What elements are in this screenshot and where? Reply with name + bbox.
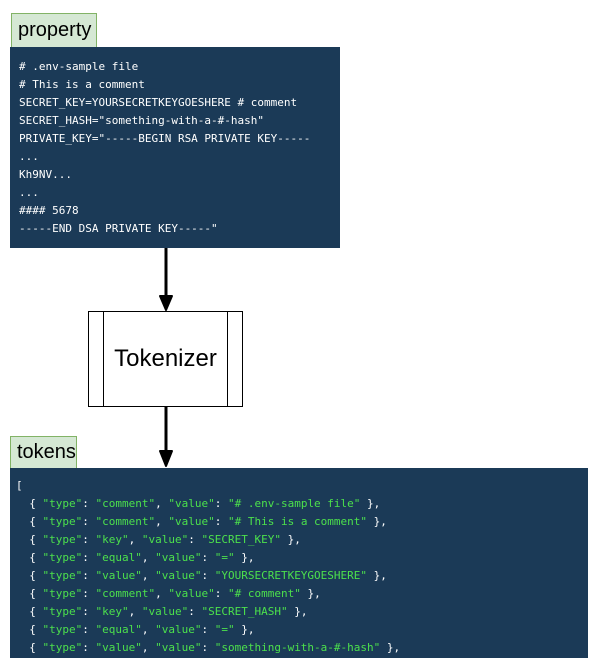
- token-value: "SECRET_HASH": [201, 605, 288, 618]
- tokens-label-text: tokens: [17, 441, 76, 463]
- token-type: "comment": [95, 587, 156, 600]
- property-label-text: property: [18, 19, 92, 41]
- token-entry: { "type": "comment", "value": "# comment…: [16, 587, 321, 600]
- tokens-label: tokens: [10, 436, 77, 468]
- property-line: # .env-sample file: [19, 60, 139, 73]
- property-line: PRIVATE_KEY="-----BEGIN RSA PRIVATE KEY-…: [19, 132, 311, 145]
- arrow-tokenizer-to-tokens: [159, 407, 173, 467]
- token-type: "comment": [95, 515, 156, 528]
- token-type: "value": [95, 569, 142, 582]
- property-line: #### 5678: [19, 204, 79, 217]
- property-line: Kh9NV...: [19, 168, 72, 181]
- token-entry: { "type": "equal", "value": "=" },: [16, 551, 255, 564]
- property-line: ...: [19, 150, 39, 163]
- property-line: SECRET_KEY=YOURSECRETKEYGOESHERE # comme…: [19, 96, 298, 109]
- token-value: "YOURSECRETKEYGOESHERE": [214, 569, 368, 582]
- token-type: "equal": [95, 623, 142, 636]
- token-value: "# This is a comment": [227, 515, 368, 528]
- tokenizer-right-bar: [227, 312, 242, 406]
- token-value: "something-with-a-#-hash": [214, 641, 381, 654]
- token-value: "# comment": [227, 587, 301, 600]
- token-type: "key": [95, 533, 129, 546]
- property-line: # This is a comment: [19, 78, 145, 91]
- tokenizer-label: Tokenizer: [114, 345, 217, 372]
- token-entry: { "type": "value", "value": "something-w…: [16, 641, 401, 654]
- token-entry: { "type": "key", "value": "SECRET_KEY" }…: [16, 533, 301, 546]
- token-entry: { "type": "equal", "value": "=" },: [16, 623, 255, 636]
- token-entry: { "type": "comment", "value": "# .env-sa…: [16, 497, 381, 510]
- arrow-property-to-tokenizer: [159, 248, 173, 311]
- token-value: "=": [214, 551, 235, 564]
- tokens-code-block: [ { "type": "comment", "value": "# .env-…: [10, 468, 588, 658]
- property-line: ...: [19, 186, 39, 199]
- token-type: "equal": [95, 551, 142, 564]
- property-label: property: [11, 13, 97, 47]
- token-entry: { "type": "value", "value": "YOURSECRETK…: [16, 569, 387, 582]
- token-value: "# .env-sample file": [227, 497, 361, 510]
- token-type: "comment": [95, 497, 156, 510]
- tokenizer-left-bar: [89, 312, 104, 406]
- token-type: "value": [95, 641, 142, 654]
- token-type: "key": [95, 605, 129, 618]
- property-line: -----END DSA PRIVATE KEY-----": [19, 222, 218, 235]
- property-line: SECRET_HASH="something-with-a-#-hash": [19, 114, 265, 127]
- token-value: "SECRET_KEY": [201, 533, 281, 546]
- tokenizer-box: Tokenizer: [88, 311, 243, 407]
- token-value: "=": [214, 623, 235, 636]
- token-entry: { "type": "key", "value": "SECRET_HASH" …: [16, 605, 308, 618]
- token-entry: { "type": "comment", "value": "# This is…: [16, 515, 387, 528]
- tokens-open-bracket: [: [16, 479, 23, 492]
